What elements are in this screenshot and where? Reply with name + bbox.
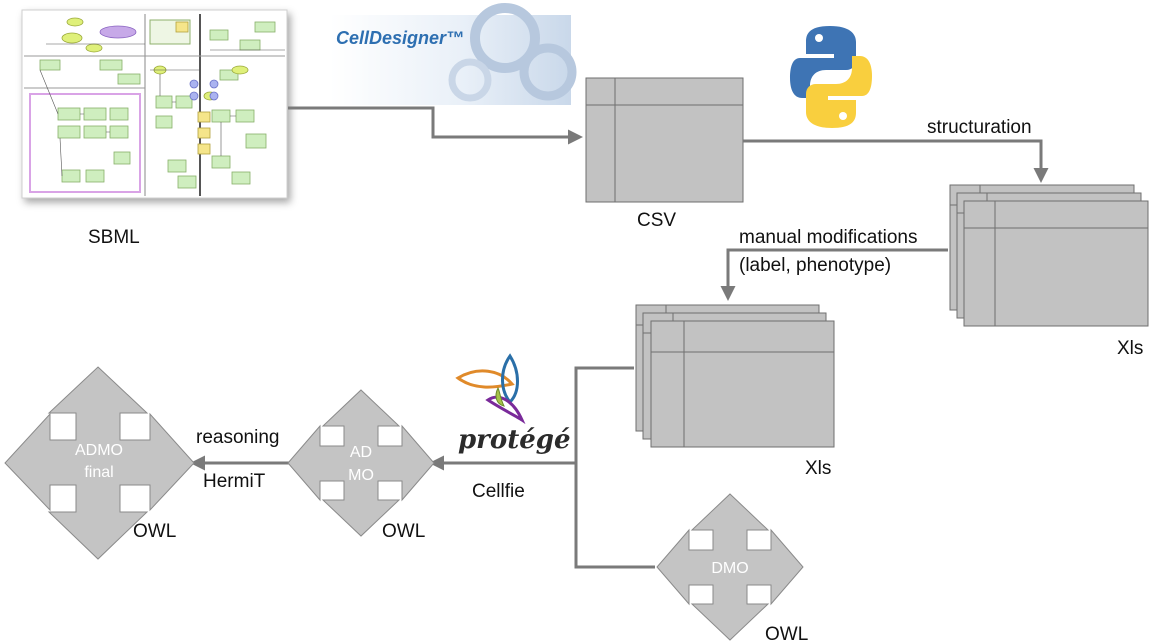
celldesigner-logo: CellDesigner™ (330, 3, 577, 105)
arrow-sbml-to-csv (288, 106, 583, 145)
manual-modifications-label: manual modifications (739, 227, 917, 248)
structuration-label: structuration (927, 117, 1032, 138)
arrow-xls-to-xls (720, 248, 948, 301)
dmo-text: DMO (711, 560, 748, 577)
xls-top-label: Xls (1117, 338, 1143, 359)
celldesigner-logo-text: CellDesigner™ (336, 28, 464, 48)
owl-admo-label: OWL (382, 521, 425, 542)
sbml-network-screenshot (21, 9, 288, 199)
protege-logo: protégé (455, 353, 571, 455)
owl-dmo-label: OWL (765, 624, 808, 644)
csv-table (585, 77, 744, 203)
cellfie-label: Cellfie (472, 481, 525, 502)
owl-admo-final-label: OWL (133, 521, 176, 542)
admo-final-ontology-shape: ADMO final (4, 366, 195, 560)
admo-final-text-1: ADMO (75, 442, 123, 459)
python-logo (790, 26, 872, 128)
hermit-label: HermiT (203, 471, 266, 492)
xls-stack-mid (635, 304, 835, 448)
csv-label: CSV (637, 210, 676, 231)
admo-ontology-shape: AD MO (287, 389, 435, 537)
reasoning-label: reasoning (196, 427, 279, 448)
connector-xls-branch (574, 366, 655, 569)
xls-stack-top (949, 184, 1149, 327)
sbml-label: SBML (88, 227, 140, 248)
admo-final-text-2: final (84, 464, 113, 481)
arrow-csv-to-xls (743, 139, 1049, 183)
admo-text-2: MO (348, 467, 374, 484)
protege-logo-text: protégé (458, 425, 571, 455)
dmo-ontology-shape: DMO (656, 493, 804, 641)
manual-modifications-detail: (label, phenotype) (739, 255, 891, 276)
xls-mid-label: Xls (805, 458, 831, 479)
connectors (190, 106, 1049, 569)
admo-text-1: AD (350, 444, 372, 461)
